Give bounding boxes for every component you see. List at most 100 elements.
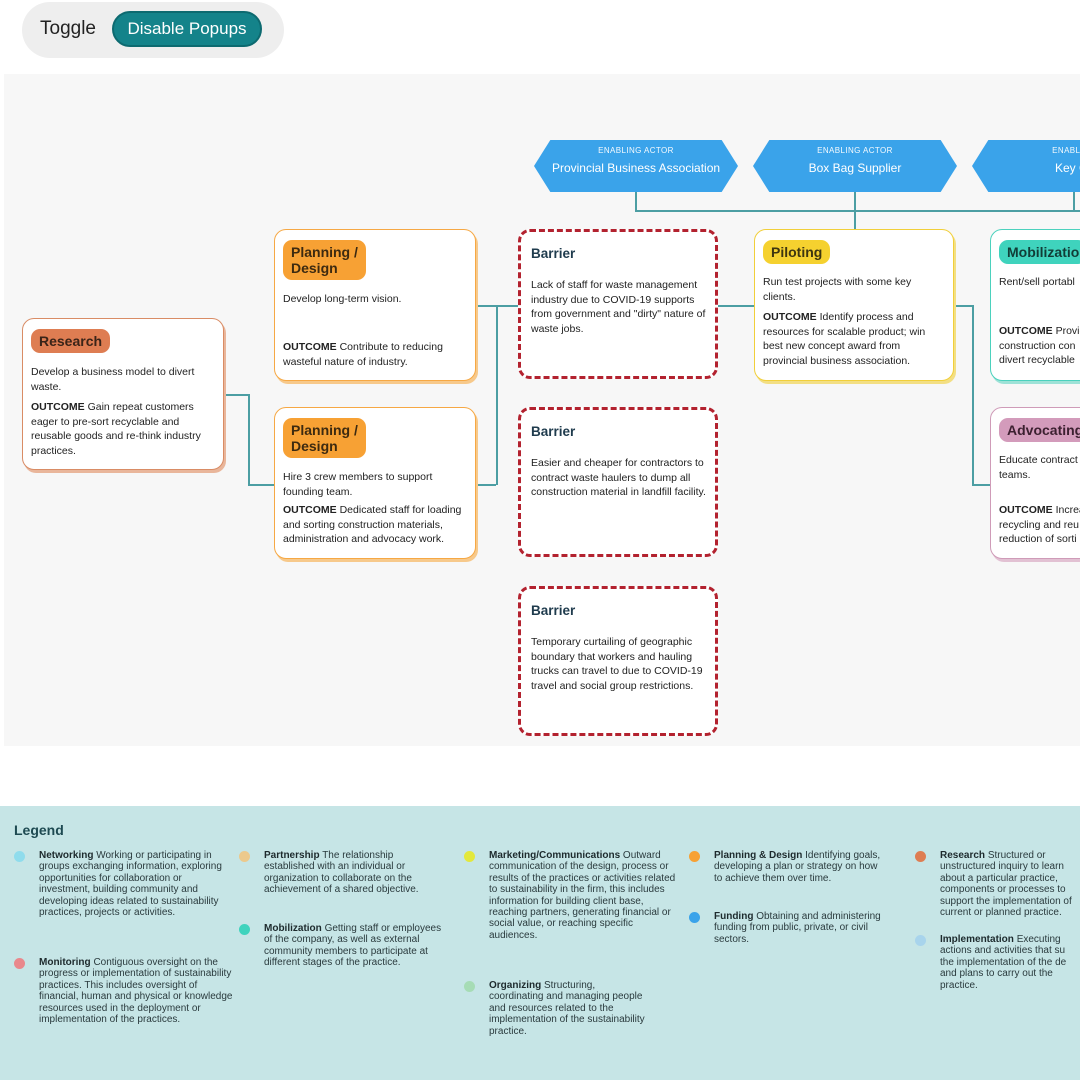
outcome-text: Gain repeat customers eager to pre-sort … xyxy=(31,401,201,457)
mobilization-dot-icon xyxy=(239,924,250,935)
connector-line xyxy=(1073,192,1075,210)
disable-popups-button[interactable]: Disable Popups xyxy=(112,11,262,47)
outcome-text: construction con xyxy=(999,339,1076,352)
legend-term: Implementation xyxy=(940,934,1014,945)
card-description: Develop a business model to divert waste… xyxy=(31,366,195,393)
barrier-title: Barrier xyxy=(531,246,576,261)
outcome-text: reduction of sorti xyxy=(999,533,1077,545)
outcome-label: OUTCOME xyxy=(31,401,85,413)
card-planning-design-2[interactable]: Planning / Design Hire 3 crew members to… xyxy=(274,407,476,559)
card-planning-design-1[interactable]: Planning / Design Develop long-term visi… xyxy=(274,229,476,381)
legend-term: Partnership xyxy=(264,850,320,861)
legend-term: Marketing/Communications xyxy=(489,850,621,861)
connector-line xyxy=(635,192,637,210)
category-tag-piloting: Piloting xyxy=(763,240,831,264)
card-description: Develop long-term vision. xyxy=(283,293,402,305)
card-description: Educate contract teams. xyxy=(999,453,1080,482)
outcome-label: OUTCOME xyxy=(999,504,1053,516)
connector-line xyxy=(718,305,754,307)
barrier-title: Barrier xyxy=(531,603,576,618)
barrier-text: Easier and cheaper for contractors to co… xyxy=(531,457,706,498)
card-advocating[interactable]: Advocating Educate contract teams. OUTCO… xyxy=(990,407,1080,559)
outcome-label: OUTCOME xyxy=(763,311,817,323)
connector-line xyxy=(476,305,520,307)
barrier-title: Barrier xyxy=(531,424,576,439)
actor-tag: ENABLING ACTOR xyxy=(817,146,893,155)
barrier-text: Lack of staff for waste management indus… xyxy=(531,279,706,335)
legend-item-organizing: Organizing Structuring, coordinating and… xyxy=(464,980,649,1037)
tag-line: Planning / xyxy=(291,422,358,438)
card-outcome: OUTCOME Identify process and resources f… xyxy=(763,310,945,368)
actor-tag: ENABLING ACTOR xyxy=(598,146,674,155)
outcome-text: Increa xyxy=(1055,504,1080,516)
connector-line xyxy=(224,394,248,396)
organizing-dot-icon xyxy=(464,981,475,992)
planning-design-dot-icon xyxy=(689,851,700,862)
legend-desc: Getting staff or employees of the compan… xyxy=(264,923,442,969)
tag-line: Design xyxy=(291,260,338,276)
connector-line xyxy=(635,210,1080,212)
card-outcome: OUTCOME Provid construction con divert r… xyxy=(999,324,1080,368)
tag-line: Design xyxy=(291,438,338,454)
legend-item-marketing-communications: Marketing/Communications Outward communi… xyxy=(464,850,683,941)
implementation-dot-icon xyxy=(915,935,926,946)
barrier-card[interactable]: Barrier Temporary curtailing of geograph… xyxy=(518,586,718,736)
description-line: Educate contract xyxy=(999,454,1078,466)
legend-desc: Working or participating in groups excha… xyxy=(39,850,222,919)
category-tag-advocating: Advocating xyxy=(999,418,1080,442)
legend-item-monitoring: Monitoring Contiguous oversight on the p… xyxy=(14,957,235,1025)
barrier-card[interactable]: Barrier Lack of staff for waste manageme… xyxy=(518,229,718,379)
legend-term: Planning & Design xyxy=(714,850,803,861)
actor-key-client[interactable]: ENABLING Key Cli xyxy=(972,140,1080,192)
legend-term: Networking xyxy=(39,850,94,861)
funding-dot-icon xyxy=(689,912,700,923)
category-tag-planning-design: Planning / Design xyxy=(283,240,366,280)
connector-line xyxy=(972,484,992,486)
legend-item-funding: Funding Obtaining and administering fund… xyxy=(689,911,889,945)
category-tag-research: Research xyxy=(31,329,111,353)
card-description: Hire 3 crew members to support founding … xyxy=(283,471,433,498)
actor-name: Key Cli xyxy=(1054,161,1080,175)
card-outcome: OUTCOME Dedicated staff for loading and … xyxy=(283,503,467,547)
legend-item-implementation: Implementation Executing actions and act… xyxy=(915,934,1076,991)
legend-term: Organizing xyxy=(489,980,542,991)
actor-name: Provincial Business Association xyxy=(551,161,721,175)
outcome-text: Provid xyxy=(1055,325,1080,337)
actor-name: Box Bag Supplier xyxy=(808,161,902,175)
legend-desc: Identifying goals, developing a plan or … xyxy=(714,850,881,884)
research-dot-icon xyxy=(915,851,926,862)
connector-line xyxy=(496,305,498,485)
legend-term: Funding xyxy=(714,911,754,922)
outcome-text: divert recyclable xyxy=(999,354,1075,366)
card-mobilization[interactable]: Mobilizatio Rent/sell portabl OUTCOME Pr… xyxy=(990,229,1080,381)
legend-term: Research xyxy=(940,850,986,861)
legend-item-partnership: Partnership The relationship established… xyxy=(239,850,444,896)
barrier-text: Temporary curtailing of geographic bound… xyxy=(531,636,703,692)
category-tag-planning-design: Planning / Design xyxy=(283,418,366,458)
outcome-label: OUTCOME xyxy=(283,341,337,353)
outcome-text: Dedicated staff for loading and sorting … xyxy=(283,504,462,545)
partnership-dot-icon xyxy=(239,851,250,862)
toggle-bar: Toggle Disable Popups xyxy=(22,2,284,58)
legend-title: Legend xyxy=(14,822,64,838)
actor-provincial-business-association[interactable]: ENABLING ACTOR Provincial Business Assoc… xyxy=(534,140,738,192)
legend-desc: Structuring, coordinating and managing p… xyxy=(489,980,645,1037)
card-outcome: OUTCOME Gain repeat customers eager to p… xyxy=(31,400,215,458)
actor-tag: ENABLING xyxy=(1052,146,1080,155)
card-research[interactable]: Research Develop a business model to div… xyxy=(22,318,224,470)
legend-item-mobilization: Mobilization Getting staff or employees … xyxy=(239,923,444,969)
outcome-text: recycling and reu xyxy=(999,518,1079,531)
card-piloting[interactable]: Piloting Run test projects with some key… xyxy=(754,229,954,381)
legend-desc: Executing actions and activities that su… xyxy=(940,934,1067,991)
connector-line xyxy=(248,484,276,486)
legend-item-research: Research Structured or unstructured inqu… xyxy=(915,850,1076,918)
outcome-label: OUTCOME xyxy=(283,504,337,516)
legend-desc: The relationship established with an ind… xyxy=(264,850,419,896)
diagram-canvas: ENABLING ACTOR Provincial Business Assoc… xyxy=(4,74,1080,746)
barrier-card[interactable]: Barrier Easier and cheaper for contracto… xyxy=(518,407,718,557)
actor-box-bag-supplier[interactable]: ENABLING ACTOR Box Bag Supplier xyxy=(753,140,957,192)
outcome-label: OUTCOME xyxy=(999,325,1053,337)
monitoring-dot-icon xyxy=(14,958,25,969)
connector-line xyxy=(954,305,972,307)
tag-line: Planning / xyxy=(291,244,358,260)
